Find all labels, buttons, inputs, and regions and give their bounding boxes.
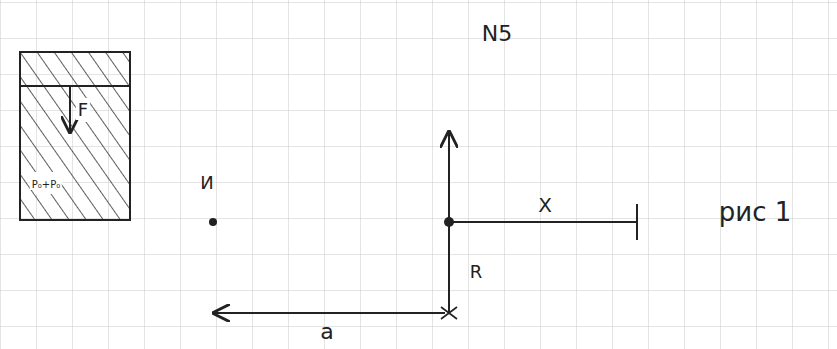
distance-arrow bbox=[214, 312, 445, 314]
distance-label: a bbox=[318, 319, 335, 344]
radius-line bbox=[448, 222, 450, 313]
radius-label-holder: R bbox=[468, 262, 485, 282]
radius-label: R bbox=[468, 261, 485, 282]
force-arrow bbox=[69, 86, 71, 132]
charge-label: И bbox=[198, 172, 215, 193]
axis-arrow bbox=[448, 132, 450, 222]
force-label-holder: F bbox=[76, 100, 90, 120]
distance-label-holder: a bbox=[318, 320, 335, 344]
figure-label: рис 1 bbox=[717, 197, 794, 227]
x-line bbox=[449, 221, 637, 223]
force-label: F bbox=[76, 99, 90, 120]
problem-number: N5 bbox=[480, 21, 514, 46]
problem-number-holder: N5 bbox=[480, 22, 514, 46]
figure-label-holder: рис 1 bbox=[717, 198, 794, 227]
pressure-label-holder: P₀+P₀ bbox=[30, 174, 62, 192]
point-charge bbox=[209, 218, 217, 226]
distance-label-holder: X bbox=[536, 194, 554, 216]
charge-label-holder: И bbox=[198, 173, 215, 193]
liquid-level bbox=[20, 85, 130, 87]
hatched-vessel bbox=[20, 52, 130, 220]
vessel-body bbox=[20, 52, 130, 220]
end-tick bbox=[636, 204, 638, 240]
pressure-label: P₀+P₀ bbox=[30, 179, 62, 190]
corner-cross bbox=[441, 307, 457, 319]
distance-label: X bbox=[536, 193, 554, 217]
label-patch bbox=[76, 98, 90, 122]
